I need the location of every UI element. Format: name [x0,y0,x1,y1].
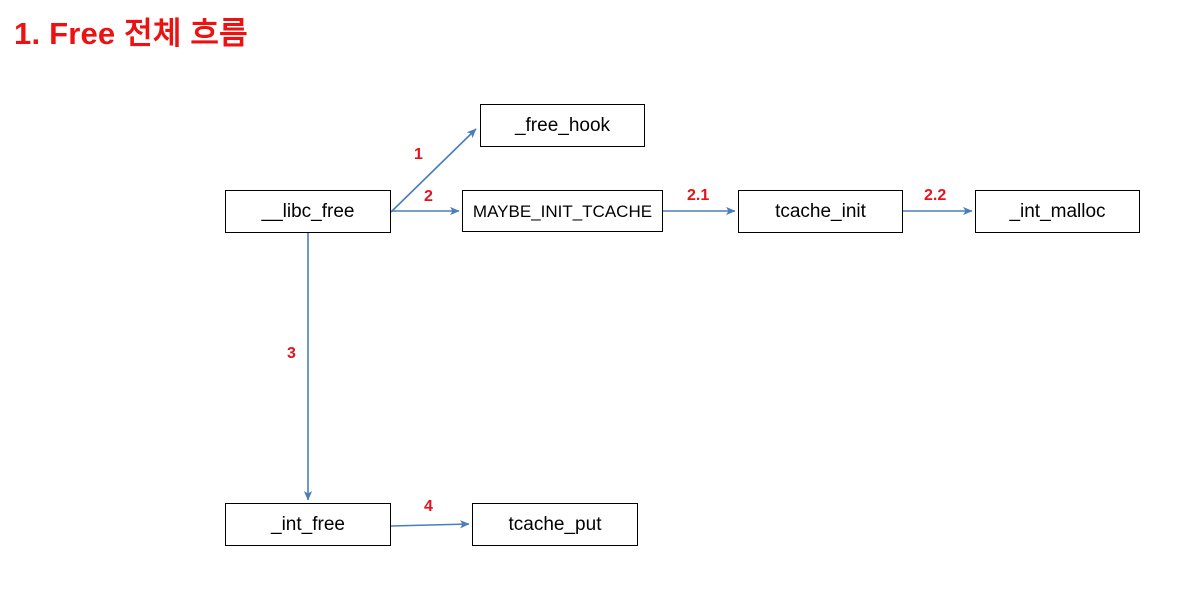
step-label-2-1: 2.1 [687,187,710,204]
node-int-malloc-label: _int_malloc [1009,201,1106,222]
node-maybe-init-tcache-label: MAYBE_INIT_TCACHE [472,201,653,221]
node-free-hook-label: _free_hook [514,115,611,136]
node-tcache-init-label: tcache_init [775,201,866,222]
node-tcache-put[interactable]: tcache_put [472,503,638,546]
step-label-4: 4 [424,498,433,515]
edge-int-free-to-tcache-put [390,520,470,529]
node-libc-free-label: __libc_free [261,201,355,222]
node-int-free[interactable]: _int_free [225,503,391,546]
node-tcache-init[interactable]: tcache_init [738,190,903,233]
node-free-hook[interactable]: _free_hook [480,104,645,147]
node-maybe-init-tcache[interactable]: MAYBE_INIT_TCACHE [462,190,663,232]
node-tcache-put-label: tcache_put [508,514,602,535]
step-label-2: 2 [424,188,433,205]
node-int-malloc[interactable]: _int_malloc [975,190,1140,233]
step-label-3: 3 [287,345,296,362]
node-int-free-label: _int_free [271,514,345,535]
page-title: 1. Free 전체 흐름 [14,16,248,51]
node-libc-free[interactable]: __libc_free [225,190,391,233]
step-label-1: 1 [414,146,423,163]
step-label-2-2: 2.2 [924,187,947,204]
